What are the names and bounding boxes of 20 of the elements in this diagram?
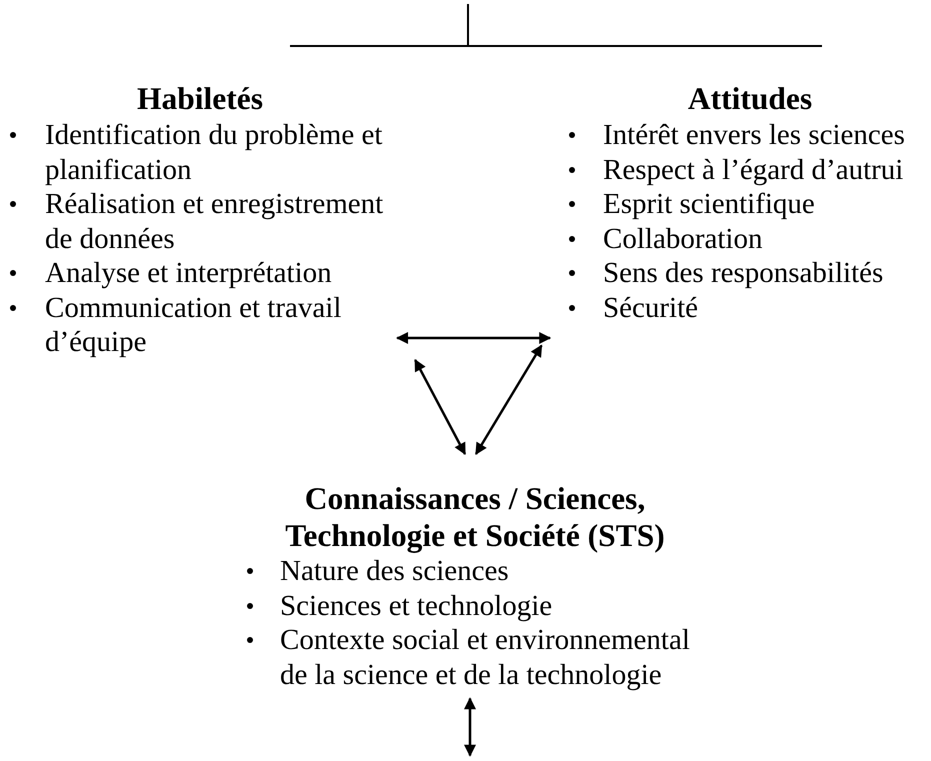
bullet-item: Nature des sciences bbox=[280, 555, 509, 587]
bullet-item: Collaboration bbox=[603, 222, 762, 254]
double-arrow bbox=[414, 358, 466, 456]
bullet-item: Contexte social et environnemental de la science et de la technologie bbox=[280, 624, 690, 690]
bullet-item: Réalisation et enregistrement de données bbox=[45, 188, 384, 254]
bullet-item: Communication et travail d’équipe bbox=[45, 292, 342, 358]
bullet-item: Sciences et technologie bbox=[280, 590, 552, 622]
bullet-item: Respect à l’égard d’autrui bbox=[603, 154, 904, 186]
double-arrow bbox=[464, 697, 476, 757]
double-arrow bbox=[396, 332, 552, 344]
group-heading: Attitudes bbox=[688, 80, 812, 117]
bullet-item: Identification du problème et planification bbox=[45, 119, 382, 186]
bullet-item: Esprit scientifique bbox=[603, 188, 815, 220]
bullet-item: Analyse et interprétation bbox=[45, 257, 332, 289]
bullet-item: Intérêt envers les sciences bbox=[603, 119, 905, 151]
group-heading: Connaissances / Sciences, Technologie et Société (STS) bbox=[284, 480, 666, 554]
bullet-item: Sens des responsabilités bbox=[603, 257, 884, 289]
group-heading: Habiletés bbox=[137, 80, 263, 117]
bullet-item: Sécurité bbox=[603, 292, 698, 324]
double-arrow bbox=[474, 344, 543, 456]
